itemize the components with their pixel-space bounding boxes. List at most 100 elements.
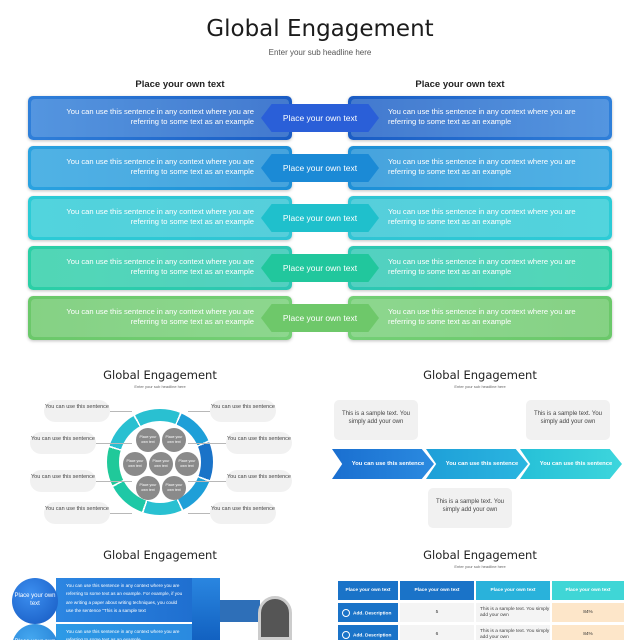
panel-highlight: [31, 99, 289, 137]
chevron-step-3: You can use this sentence: [520, 449, 622, 479]
connector-line: [188, 481, 226, 482]
chevron-step-1: You can use this sentence: [332, 449, 434, 479]
engagement-rows: You can use this sentence in any context…: [28, 96, 612, 346]
value-cell: 5: [400, 603, 474, 622]
bar-connector: [220, 600, 260, 622]
page-title: Global Engagement: [206, 16, 434, 42]
percent-cell: 84%: [552, 625, 624, 640]
row-label: Add. Description: [353, 632, 392, 638]
engagement-row: You can use this sentence in any context…: [28, 96, 612, 140]
text-bubble: You can use this sentence: [226, 432, 292, 454]
panel-highlight: [31, 199, 289, 237]
table-header-cell: Place your own text: [400, 581, 474, 600]
connector-line: [188, 443, 226, 444]
right-panel: [348, 296, 612, 340]
engagement-row: You can use this sentence in any context…: [28, 196, 612, 240]
left-panel-text: You can use this sentence in any context…: [66, 257, 254, 276]
text-bubble: You can use this sentence: [44, 502, 110, 524]
left-panel-text: You can use this sentence in any context…: [66, 107, 254, 126]
value-cell: 6: [400, 625, 474, 640]
center-dot: Place your own text: [149, 452, 173, 476]
text-bubble: You can use this sentence: [44, 400, 110, 422]
right-panel: [348, 96, 612, 140]
center-dot: Place your own text: [162, 476, 186, 500]
text-bubble: You can use this sentence: [30, 470, 96, 492]
connector-line: [96, 481, 132, 482]
row-label-cell: Add. Description: [338, 625, 398, 640]
left-panel-text: You can use this sentence in any context…: [66, 157, 254, 176]
thumb1-title: Global Engagement: [103, 368, 217, 382]
text-bubble: You can use this sentence: [30, 432, 96, 454]
description-table: Place your own text Place your own text …: [336, 578, 626, 640]
bar-side-fold: [192, 578, 220, 640]
panel-highlight: [31, 299, 289, 337]
thumb4-title: Global Engagement: [423, 548, 537, 562]
right-panel-text: You can use this sentence in any context…: [388, 107, 576, 126]
panel-highlight: [31, 149, 289, 187]
center-dot: Place your own text: [136, 428, 160, 452]
row-label-cell: Add. Description: [338, 603, 398, 622]
text-bubble: You can use this sentence: [226, 470, 292, 492]
table-header-cell: Place your own text: [338, 581, 398, 600]
table-header-cell: Place your own text: [476, 581, 550, 600]
center-hexagon-label[interactable]: Place your own text: [261, 304, 379, 332]
table-row: Add. Description 5 This is a sample text…: [338, 603, 624, 622]
text-circle-2: Place your own text: [12, 624, 58, 640]
left-panel: [28, 296, 292, 340]
connector-line: [96, 443, 132, 444]
connector-line: [188, 411, 210, 412]
gear-icon: [342, 608, 350, 617]
left-panel-text: You can use this sentence in any context…: [66, 307, 254, 326]
connector-line: [110, 411, 132, 412]
right-panel-text: You can use this sentence in any context…: [388, 257, 576, 276]
text-cell: This is a sample text. You simply add yo…: [476, 603, 550, 622]
sample-card-2: This is a sample text. You simply add yo…: [526, 400, 610, 440]
center-dot: Place your own text: [123, 452, 147, 476]
right-panel: [348, 246, 612, 290]
panel-highlight: [351, 149, 609, 187]
center-dot: Place your own text: [162, 428, 186, 452]
right-panel-text: You can use this sentence in any context…: [388, 207, 576, 226]
left-panel: [28, 246, 292, 290]
panel-highlight: [351, 249, 609, 287]
text-bubble: You can use this sentence: [210, 400, 276, 422]
connector-line: [188, 513, 210, 514]
center-hexagon-label[interactable]: Place your own text: [261, 254, 379, 282]
thumb4-subtitle: Enter your sub headline here: [454, 564, 506, 569]
thumb2-title: Global Engagement: [423, 368, 537, 382]
page-subtitle: Enter your sub headline here: [268, 48, 372, 57]
gear-icon: [342, 630, 350, 639]
sample-card-3: This is a sample text. You simply add yo…: [428, 488, 512, 528]
thumb3-title: Global Engagement: [103, 548, 217, 562]
engagement-row: You can use this sentence in any context…: [28, 246, 612, 290]
center-hexagon-label[interactable]: Place your own text: [261, 154, 379, 182]
text-bar-2: You can use this sentence in any context…: [56, 624, 192, 640]
right-panel: [348, 196, 612, 240]
left-column-heading: Place your own text: [135, 79, 225, 90]
engagement-row: You can use this sentence in any context…: [28, 296, 612, 340]
panel-highlight: [31, 249, 289, 287]
left-panel: [28, 146, 292, 190]
connector-line: [110, 513, 132, 514]
chevron-step-2: You can use this sentence: [426, 449, 528, 479]
panel-highlight: [351, 99, 609, 137]
left-panel-text: You can use this sentence in any context…: [66, 207, 254, 226]
percent-cell: 84%: [552, 603, 624, 622]
thumb2-subtitle: Enter your sub headline here: [454, 384, 506, 389]
thumb1-subtitle: Enter your sub headline here: [134, 384, 186, 389]
table-header-cell: Place your own text: [552, 581, 624, 600]
panel-highlight: [351, 299, 609, 337]
center-dot: Place your own text: [175, 452, 199, 476]
text-cell: This is a sample text. You simply add yo…: [476, 625, 550, 640]
left-panel: [28, 96, 292, 140]
text-bar-1: You can use this sentence in any context…: [56, 578, 192, 622]
engagement-row: You can use this sentence in any context…: [28, 146, 612, 190]
table-header-row: Place your own text Place your own text …: [338, 581, 624, 600]
left-panel: [28, 196, 292, 240]
right-column-heading: Place your own text: [415, 79, 505, 90]
center-hexagon-label[interactable]: Place your own text: [261, 204, 379, 232]
text-bubble: You can use this sentence: [210, 502, 276, 524]
center-hexagon-label[interactable]: Place your own text: [261, 104, 379, 132]
text-circle-1: Place your own text: [12, 578, 58, 624]
row-label: Add. Description: [353, 610, 392, 616]
